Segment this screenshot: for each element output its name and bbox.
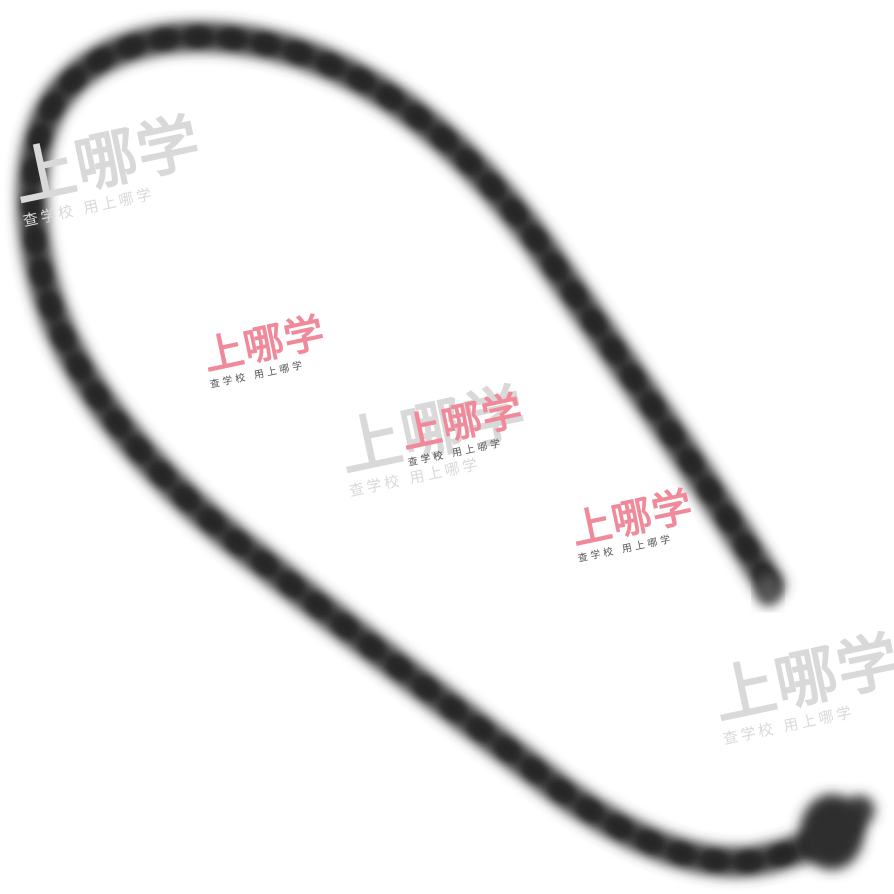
chain-beads	[21, 26, 857, 872]
chain-bead	[635, 831, 665, 853]
chain-bead	[376, 85, 404, 110]
chain-bead	[183, 26, 214, 47]
chain-bead	[39, 291, 62, 321]
chain-bead	[494, 737, 521, 762]
chain-bead	[547, 779, 576, 803]
chain-bead	[251, 551, 278, 576]
chain-bead	[667, 842, 697, 864]
chain-bead	[277, 572, 305, 597]
chain-bead	[23, 156, 44, 187]
chain-bead	[543, 253, 568, 281]
chain-bead	[467, 717, 494, 742]
chain-bead	[173, 485, 200, 511]
chain-bead	[149, 461, 175, 488]
chain-bead	[198, 508, 225, 534]
chain-strand	[16, 21, 875, 877]
chain-bead	[347, 68, 376, 92]
chain-bead	[582, 308, 607, 337]
chain-bead	[733, 851, 764, 872]
chain-bead	[521, 758, 548, 783]
chain-bead	[30, 258, 52, 288]
chain-bead	[358, 635, 386, 660]
chain-bead	[126, 436, 152, 463]
chain-bead	[699, 850, 730, 871]
chain-bead	[404, 105, 432, 130]
chain-bead	[116, 36, 146, 58]
chain-bead	[479, 173, 505, 200]
chain-bead	[304, 593, 332, 618]
chain-bead	[456, 149, 482, 175]
chain-tip	[756, 574, 780, 606]
chain-bead	[431, 126, 458, 152]
chain-bead	[85, 382, 110, 410]
chain-bead	[24, 224, 45, 255]
chain-bead	[660, 420, 684, 448]
chain-bead	[575, 798, 604, 822]
chain-bead	[385, 655, 413, 680]
chain-bead	[735, 533, 759, 562]
chain-bead	[523, 225, 548, 253]
chain-bead	[640, 392, 665, 420]
chain-bead	[40, 92, 64, 121]
chain-bead	[60, 67, 86, 94]
chain-bead	[217, 28, 248, 49]
chain-bead	[412, 676, 440, 701]
chain-bead	[105, 410, 130, 437]
chain-bead	[67, 353, 91, 382]
chain-bead	[86, 48, 115, 72]
chain-bead	[716, 505, 741, 533]
chain-bead	[502, 199, 527, 226]
chain-bead	[439, 696, 467, 721]
chain-bead	[601, 336, 626, 364]
chain-bead	[316, 53, 345, 76]
chain-bead	[679, 448, 703, 476]
chain-bead	[284, 42, 314, 64]
chain-bead	[149, 29, 180, 50]
chain-bead	[698, 476, 722, 505]
chain-clasp	[800, 794, 864, 870]
chain-bead	[562, 281, 587, 309]
chain-bead	[21, 190, 43, 221]
chain-bead	[767, 844, 797, 866]
chain-bead	[331, 614, 359, 639]
chain-bead	[28, 123, 50, 154]
chain-bead	[251, 33, 281, 55]
chain-bead	[224, 530, 252, 555]
chain-bead	[605, 815, 634, 839]
chain-bead	[621, 364, 646, 392]
chain-bead	[52, 322, 75, 352]
